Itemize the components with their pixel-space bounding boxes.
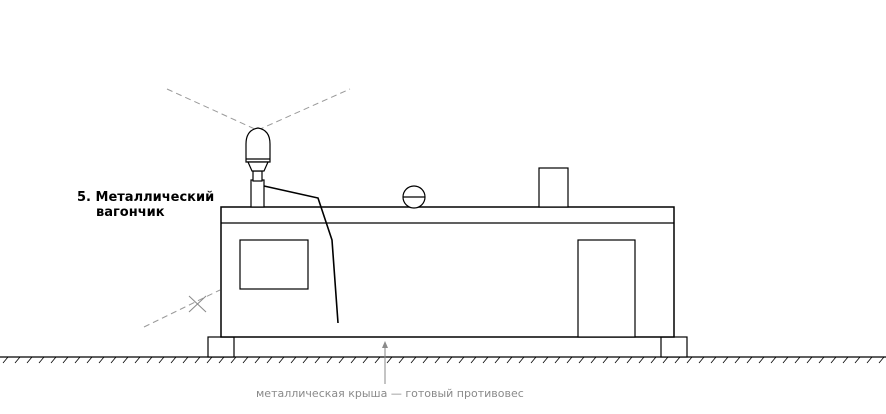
hatch-mark [86,356,93,364]
hatch-mark [134,356,141,364]
roof-vent-icon [402,185,426,209]
cross-mark-icon [188,295,207,313]
hatch-mark [314,356,321,364]
hatch-mark [494,356,501,364]
hatch-mark [62,356,69,364]
hatch-mark [170,356,177,364]
hatch-mark [158,356,165,364]
hatch-mark [722,356,729,364]
hatch-mark [830,356,837,364]
hatch-mark [554,356,561,364]
hatch-mark [542,356,549,364]
hatch-mark [146,356,153,364]
hatch-mark [302,356,309,364]
hatch-mark [878,356,885,364]
hatch-mark [98,356,105,364]
trailer-window [239,239,309,290]
hatch-mark [398,356,405,364]
hatch-mark [74,356,81,364]
hatch-mark [386,356,393,364]
hatch-mark [674,356,681,364]
hatch-mark [650,356,657,364]
hatch-mark [842,356,849,364]
hatch-mark [770,356,777,364]
ground-hatch [2,356,885,364]
hatch-mark [854,356,861,364]
antenna-icon [245,127,271,208]
hatch-mark [758,356,765,364]
figure-title-line1: 5. Металлический [77,190,215,205]
hatch-mark [182,356,189,364]
hatch-mark [734,356,741,364]
caption-arrow [382,341,388,384]
hatch-mark [218,356,225,364]
hatch-mark [626,356,633,364]
ground [0,356,886,364]
hatch-mark [2,356,9,364]
hatch-mark [662,356,669,364]
hatch-mark [566,356,573,364]
hatch-mark [50,356,57,364]
hatch-mark [362,356,369,364]
hatch-mark [782,356,789,364]
hatch-mark [38,356,45,364]
hatch-mark [518,356,525,364]
hatch-mark [530,356,537,364]
hatch-mark [590,356,597,364]
hatch-mark [578,356,585,364]
hatch-mark [122,356,129,364]
hatch-mark [470,356,477,364]
hatch-mark [206,356,213,364]
hatch-mark [422,356,429,364]
hatch-mark [26,356,33,364]
support-blocks [207,336,688,358]
trailer-door [577,239,636,338]
hatch-mark [254,356,261,364]
hatch-mark [434,356,441,364]
hatch-mark [482,356,489,364]
figure-caption: металлическая крыша — готовый противовес [256,387,524,400]
hatch-mark [686,356,693,364]
hatch-mark [698,356,705,364]
hatch-mark [374,356,381,364]
hatch-mark [806,356,813,364]
hatch-mark [338,356,345,364]
figure-title: 5. Металлический вагончик [77,190,214,220]
hatch-mark [290,356,297,364]
hatch-mark [866,356,873,364]
hatch-mark [446,356,453,364]
hatch-mark [410,356,417,364]
hatch-mark [746,356,753,364]
hatch-mark [638,356,645,364]
hatch-mark [506,356,513,364]
hatch-mark [266,356,273,364]
hatch-mark [710,356,717,364]
hatch-mark [110,356,117,364]
hatch-mark [458,356,465,364]
hatch-mark [14,356,21,364]
feed-cable [263,185,339,324]
hatch-mark [794,356,801,364]
hatch-mark [194,356,201,364]
chimney [538,167,569,208]
hatch-mark [230,356,237,364]
hatch-mark [614,356,621,364]
hatch-mark [326,356,333,364]
hatch-mark [350,356,357,364]
hatch-mark [818,356,825,364]
hatch-mark [602,356,609,364]
hatch-mark [242,356,249,364]
figure-title-line2: вагончик [96,205,165,220]
radiation-lines [143,88,351,328]
hatch-mark [278,356,285,364]
